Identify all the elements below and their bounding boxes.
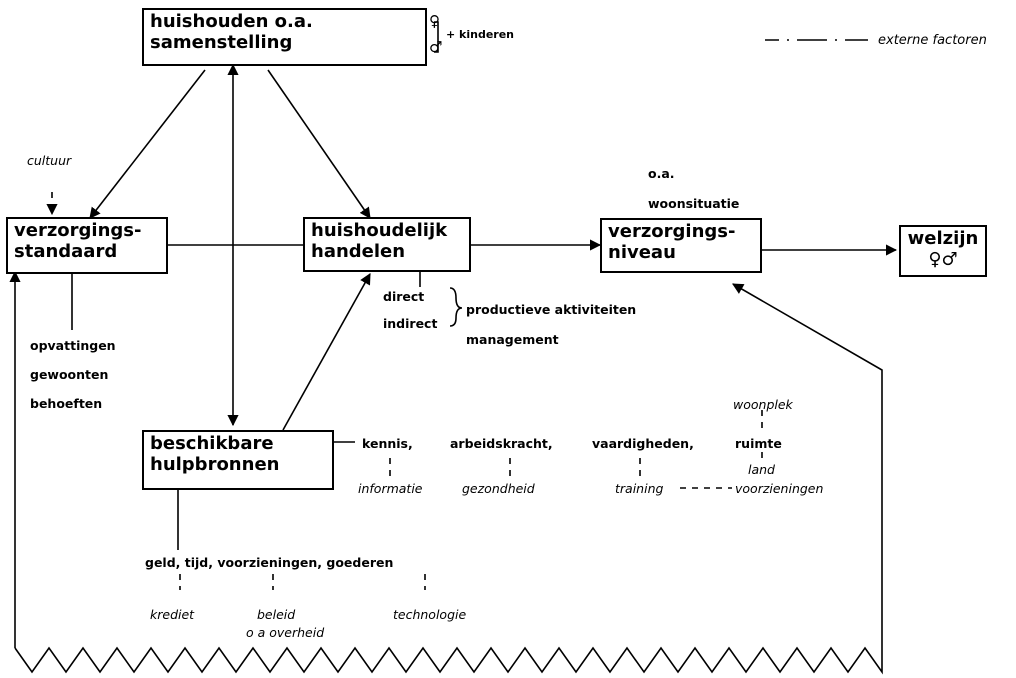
label-voorzieningen-ext: voorzieningen bbox=[735, 481, 824, 496]
node-verzorgingsniveau-line1: verzorgings- bbox=[608, 221, 736, 242]
label-land: land bbox=[748, 462, 775, 477]
edge-huishouden-handelen bbox=[267, 69, 371, 219]
label-productieve: productieve aktiviteiten bbox=[466, 302, 637, 317]
label-kennis: kennis, bbox=[362, 436, 413, 451]
brace-symbols bbox=[434, 21, 439, 53]
node-hulpbronnen-line1: beschikbare bbox=[150, 433, 274, 454]
label-gezondheid: gezondheid bbox=[462, 481, 535, 496]
label-direct: direct bbox=[383, 289, 425, 304]
label-ruimte: ruimte bbox=[735, 436, 782, 451]
male-symbol: ♂ bbox=[429, 38, 443, 56]
zigzag-line bbox=[14, 646, 883, 675]
node-huishoudelijk-handelen: huishoudelijk handelen bbox=[303, 217, 471, 272]
node-welzijn-line1: welzijn bbox=[907, 228, 979, 249]
legend-label: externe factoren bbox=[878, 33, 987, 48]
node-verzorgingsniveau-line2: niveau bbox=[608, 242, 676, 263]
node-huishouden-line2: samenstelling bbox=[150, 32, 293, 53]
node-verzorgingsstandaard-line1: verzorgings- bbox=[14, 220, 142, 241]
node-huishoudelijk-line2: handelen bbox=[311, 241, 406, 262]
label-training: training bbox=[615, 481, 664, 496]
label-vaardigheden: vaardigheden, bbox=[592, 436, 694, 451]
label-cultuur: cultuur bbox=[27, 153, 72, 168]
brace-direct-indirect bbox=[449, 287, 463, 327]
node-verzorgingsstandaard: verzorgings- standaard bbox=[6, 217, 168, 274]
node-verzorgingsstandaard-line2: standaard bbox=[14, 241, 118, 262]
label-opvattingen: opvattingen bbox=[30, 338, 116, 353]
node-welzijn-line2: ♀♂ bbox=[928, 249, 958, 270]
node-huishoudelijk-line1: huishoudelijk bbox=[311, 220, 448, 241]
label-arbeidskracht: arbeidskracht, bbox=[450, 436, 553, 451]
node-hulpbronnen-line2: hulpbronnen bbox=[150, 454, 280, 475]
label-management: management bbox=[466, 332, 559, 347]
female-symbol: ♀ bbox=[429, 12, 440, 30]
label-informatie: informatie bbox=[358, 481, 423, 496]
label-beleid: beleid bbox=[257, 607, 296, 622]
label-middelen: geld, tijd, voorzieningen, goederen bbox=[145, 555, 394, 570]
edge-hulpbronnen-handelen bbox=[282, 273, 371, 431]
label-behoeften: behoeften bbox=[30, 396, 103, 411]
label-krediet: krediet bbox=[150, 607, 195, 622]
node-verzorgingsniveau: verzorgings- niveau bbox=[600, 218, 762, 273]
label-woonsituatie: woonsituatie bbox=[648, 196, 740, 211]
label-indirect: indirect bbox=[383, 316, 438, 331]
node-huishouden: huishouden o.a. samenstelling bbox=[142, 8, 427, 66]
node-welzijn: welzijn ♀♂ bbox=[899, 225, 987, 277]
label-woonplek: woonplek bbox=[733, 397, 793, 412]
node-huishouden-line1: huishouden o.a. bbox=[150, 11, 313, 32]
label-kinderen: + kinderen bbox=[446, 28, 515, 41]
edge-feedback-loop bbox=[732, 283, 883, 648]
label-gewoonten: gewoonten bbox=[30, 367, 109, 382]
label-overheid: o a overheid bbox=[246, 625, 325, 640]
edge-huishouden-standaard bbox=[89, 69, 206, 219]
label-technologie: technologie bbox=[393, 607, 467, 622]
label-oa: o.a. bbox=[648, 166, 675, 181]
node-hulpbronnen: beschikbare hulpbronnen bbox=[142, 430, 334, 490]
